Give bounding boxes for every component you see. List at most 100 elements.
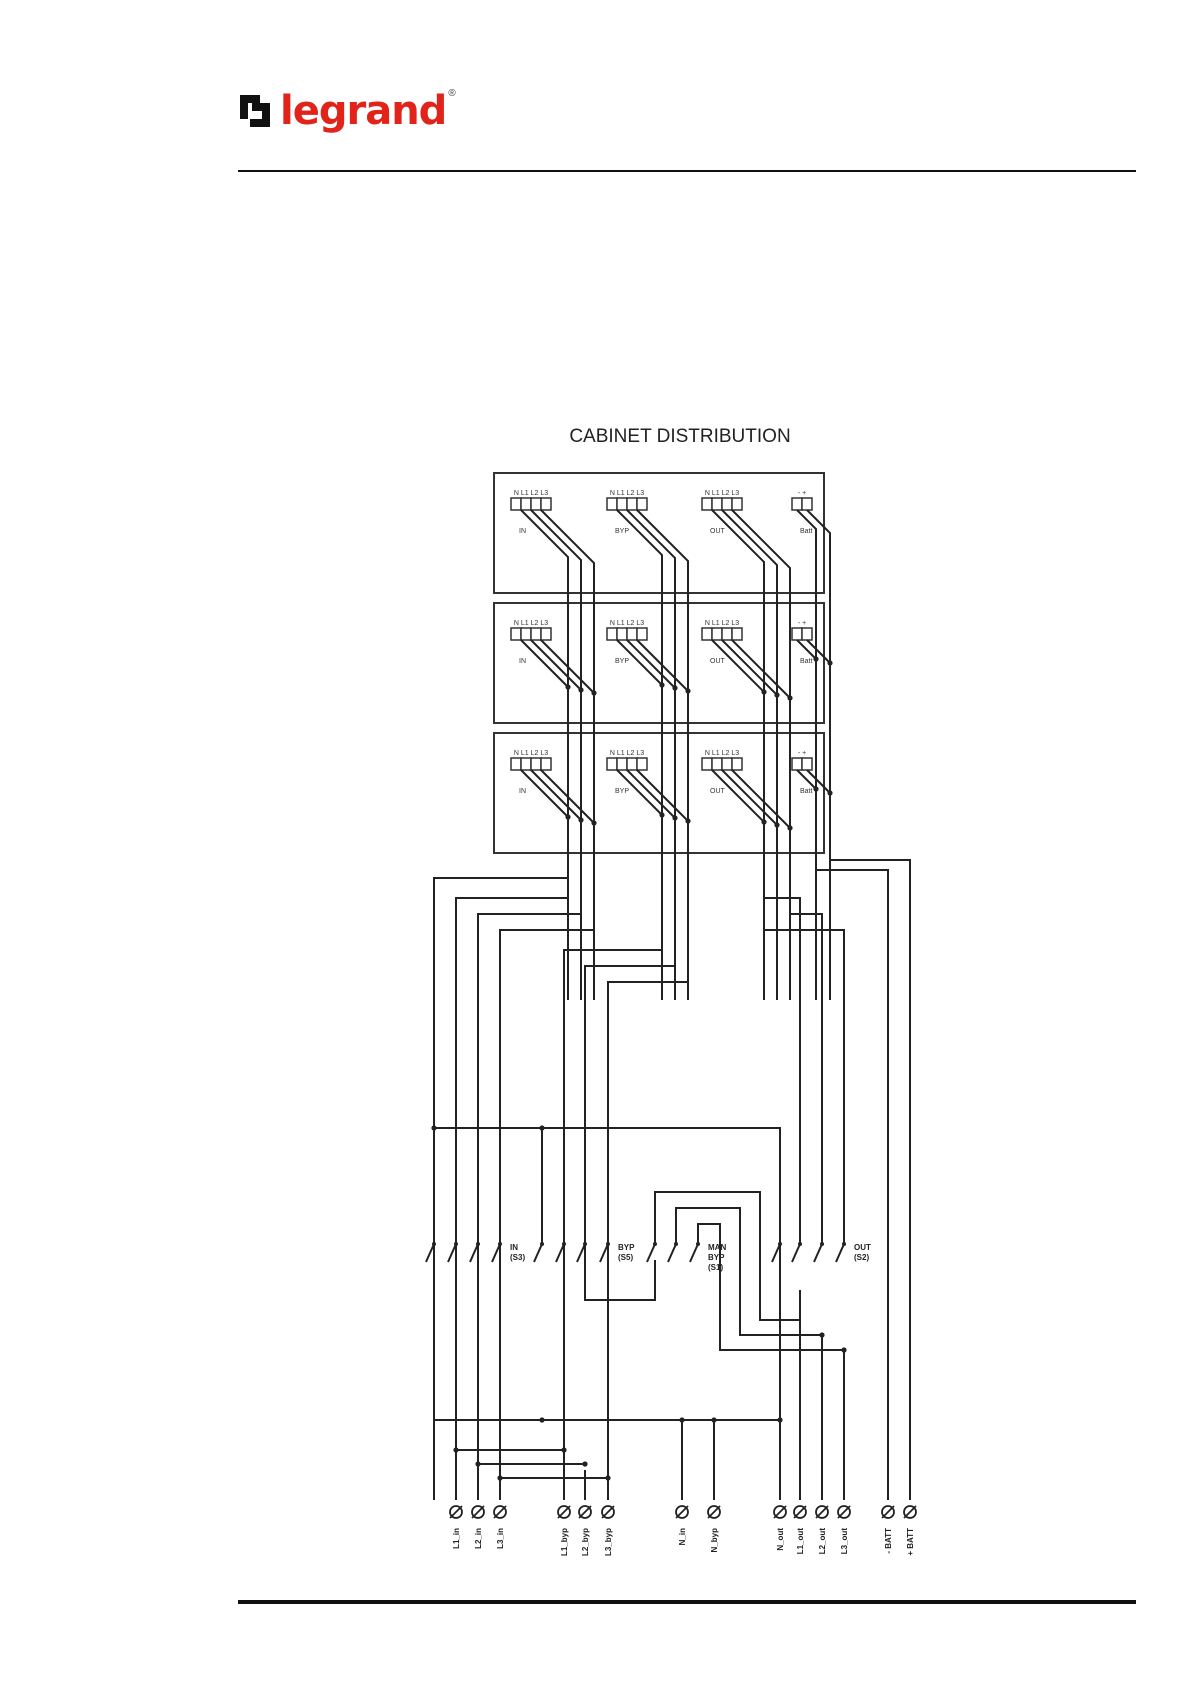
terminal-slot: [731, 627, 743, 641]
bus-wire-out: [721, 509, 778, 1000]
switch-contact: [498, 1242, 502, 1246]
terminal-label: N_byp: [710, 1528, 719, 1553]
terminal-label-out: OUT: [710, 658, 726, 665]
junction-dot: [659, 812, 665, 818]
terminal-label-in: IN: [519, 528, 526, 535]
cabinet-module-3: [493, 732, 825, 854]
terminal-label-batt: Batt: [800, 788, 813, 795]
terminal-slot: [701, 497, 713, 511]
terminal-label-batt: Batt: [800, 528, 813, 535]
switch-contact: [540, 1242, 544, 1246]
switch-contact: [454, 1242, 458, 1246]
terminal-slot: [616, 497, 628, 511]
junction-dot: [582, 1461, 588, 1467]
junction-dot: [578, 817, 584, 823]
switch-label: (S3): [510, 1253, 525, 1262]
junction-dot: [561, 1447, 567, 1453]
terminal-label-out: OUT: [710, 528, 726, 535]
terminal-slot: [530, 627, 542, 641]
terminal-slot: [520, 757, 532, 771]
switch-label: MAN: [708, 1243, 726, 1252]
switch-blade: [469, 1243, 479, 1263]
junction-dot: [774, 822, 780, 828]
in-l1-route: [433, 877, 568, 1245]
terminal-slot: [616, 627, 628, 641]
switch-label: BYP: [618, 1243, 635, 1252]
junction-dot: [761, 819, 767, 825]
junction-dot: [591, 820, 597, 826]
terminal-label: L1_in: [452, 1528, 461, 1549]
terminal-pins-byp: N L1 L2 L3: [610, 490, 644, 497]
junction-dot: [774, 692, 780, 698]
drop-wire-out: [711, 769, 765, 823]
cabinet-module-2: [493, 602, 825, 724]
switch-contact: [432, 1242, 436, 1246]
brand-name: legrand: [280, 88, 447, 134]
terminal-slot: [530, 757, 542, 771]
out-n: [763, 878, 780, 899]
terminal-label: L2_byp: [581, 1528, 590, 1556]
terminal-slot: [510, 757, 522, 771]
terminal-label: - BATT: [884, 1528, 893, 1554]
terminal-pins-byp: N L1 L2 L3: [610, 620, 644, 627]
terminal-slash: [881, 1505, 895, 1519]
terminal-slot: [701, 627, 713, 641]
byp-l2-route: [584, 965, 675, 1245]
junction-dot: [761, 689, 767, 695]
terminal-slot: [791, 627, 803, 641]
out-l2-route: [790, 913, 823, 1245]
switch-contact: [820, 1242, 824, 1246]
terminal-label: L2_in: [474, 1528, 483, 1549]
junction-dot: [672, 815, 678, 821]
bus-wire-in: [540, 509, 595, 1000]
out-l3-route: [764, 929, 845, 1245]
terminal-label: N_in: [678, 1528, 687, 1545]
terminal-slash: [493, 1505, 507, 1519]
terminal-slot: [616, 757, 628, 771]
bus-wire-in: [530, 509, 582, 1000]
terminal-slash: [601, 1505, 615, 1519]
terminal-slot: [626, 497, 638, 511]
junction-dot: [813, 786, 819, 792]
terminal-slash: [471, 1505, 485, 1519]
terminal-slot: [636, 497, 648, 511]
registered-mark: ®: [448, 88, 456, 99]
junction-dot: [827, 790, 833, 796]
drop-wire-in: [520, 639, 569, 688]
footer-rule: [238, 1600, 1136, 1604]
terminal-slash: [449, 1505, 463, 1519]
terminal-label: L3_in: [496, 1528, 505, 1549]
terminal-slot: [606, 497, 618, 511]
junction-dot: [431, 1125, 437, 1131]
terminal-slot: [711, 497, 723, 511]
drop-wire-byp: [636, 639, 689, 692]
bus-wire-out: [711, 509, 765, 1000]
terminal-label: L3_byp: [604, 1528, 613, 1556]
terminal-slot: [701, 757, 713, 771]
switch-blade: [425, 1243, 435, 1263]
terminal-slot: [540, 497, 552, 511]
legrand-logo-icon: [238, 93, 272, 129]
junction-dot: [565, 684, 571, 690]
bus-wire-batt: [806, 509, 831, 1000]
legrand-logo: legrand ®: [238, 86, 456, 136]
terminal-label: L1_byp: [560, 1528, 569, 1556]
man-byp-loop2: [675, 1207, 822, 1336]
drop-wire-out: [731, 769, 791, 829]
terminal-slash: [675, 1505, 689, 1519]
bus-wire-batt: [796, 509, 817, 1000]
switch-blade: [599, 1243, 609, 1263]
junction-dot: [685, 688, 691, 694]
terminal-slot: [520, 497, 532, 511]
switch-blade: [447, 1243, 457, 1263]
terminal-label-batt: Batt: [800, 658, 813, 665]
terminal-slash: [707, 1505, 721, 1519]
header-rule: [238, 170, 1136, 172]
drop-wire-byp: [616, 639, 663, 686]
switch-blade: [835, 1243, 845, 1263]
drop-wire-batt: [806, 639, 831, 664]
switch-blade: [576, 1243, 586, 1263]
switch-contact: [653, 1242, 657, 1246]
switch-blade: [791, 1243, 801, 1263]
terminal-slot: [510, 497, 522, 511]
